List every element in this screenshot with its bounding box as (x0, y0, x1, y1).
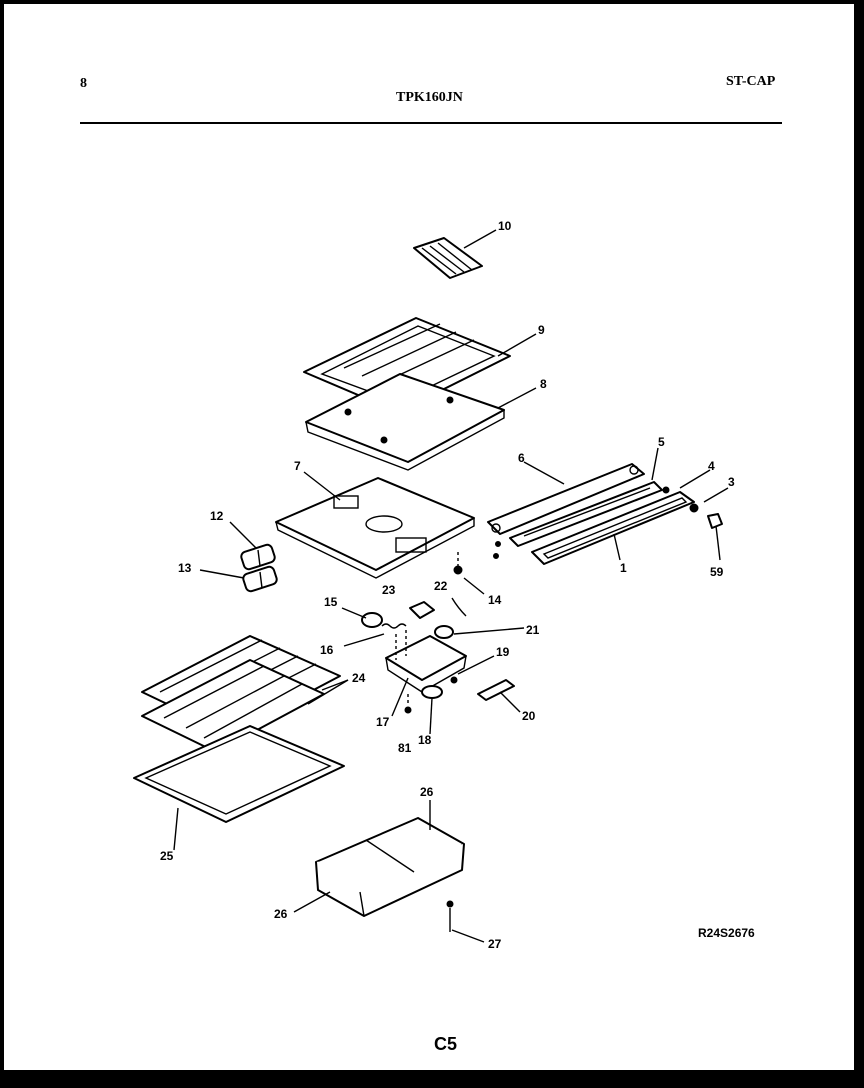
part-14-screw (453, 552, 463, 575)
callout-21: 21 (526, 623, 540, 637)
callout-labels: 1 3 4 5 6 7 8 9 10 12 13 14 15 16 17 18 … (160, 219, 735, 951)
part-22-wire (451, 597, 467, 617)
part-26-crisper-pans (315, 817, 465, 917)
part-20-bracket (477, 679, 515, 701)
page-footer-code: C5 (434, 1034, 458, 1054)
callout-10: 10 (498, 219, 512, 233)
callout-8: 8 (540, 377, 547, 391)
part-81-screw (404, 694, 412, 714)
callout-6: 6 (518, 451, 525, 465)
callout-13: 13 (178, 561, 192, 575)
leader-lines (173, 229, 729, 943)
callout-3: 3 (728, 475, 735, 489)
part-19-screw (450, 676, 458, 684)
callout-19: 19 (496, 645, 510, 659)
callout-15: 15 (324, 595, 338, 609)
part-8-shelf-frame (305, 373, 505, 471)
part-23-knob (409, 601, 435, 619)
callout-4: 4 (708, 459, 715, 473)
callout-7: 7 (294, 459, 301, 473)
callout-25: 25 (160, 849, 174, 863)
part-6-side-rail (487, 463, 645, 535)
callout-81: 81 (398, 741, 412, 755)
callout-22: 22 (434, 579, 448, 593)
part-3-fastener (689, 503, 723, 529)
callout-5: 5 (658, 435, 665, 449)
header-rule (80, 122, 782, 124)
reference-code: R24S2676 (698, 926, 755, 940)
part-1-rail (531, 491, 695, 565)
callout-20: 20 (522, 709, 536, 723)
callout-1: 1 (620, 561, 627, 575)
callout-9: 9 (538, 323, 545, 337)
part-25-crisper-cover (133, 725, 345, 823)
part-9-shelf-cover (303, 317, 511, 413)
callout-14: 14 (488, 593, 502, 607)
callout-16: 16 (320, 643, 334, 657)
part-7-divider-shelf (275, 477, 475, 579)
parts-diagram-page: 8 TPK160JN ST-CAP (4, 4, 854, 1070)
callout-24: 24 (352, 671, 366, 685)
page-number: 8 (80, 76, 87, 91)
exploded-view-drawing: 1 3 4 5 6 7 8 9 10 12 13 14 15 16 17 18 … (133, 219, 735, 951)
callout-26-top: 26 (420, 785, 434, 799)
callout-17: 17 (376, 715, 390, 729)
part-12-cap (240, 543, 276, 571)
part-21-clip (434, 625, 454, 639)
part-13-cap (242, 565, 278, 593)
part-4-clip (662, 486, 670, 494)
callout-18: 18 (418, 733, 432, 747)
callout-12: 12 (210, 509, 224, 523)
callout-59: 59 (710, 565, 724, 579)
part-5-coil-rail (493, 481, 663, 559)
callout-27: 27 (488, 937, 502, 951)
part-18-washer (421, 685, 443, 699)
callout-23: 23 (382, 583, 396, 597)
part-16-spring (381, 623, 407, 629)
part-15-knob (361, 612, 383, 628)
model-number: TPK160JN (396, 90, 463, 105)
part-10-grille (413, 237, 483, 279)
section-code: ST-CAP (726, 74, 776, 89)
part-27-screw (446, 900, 454, 932)
callout-26-left: 26 (274, 907, 288, 921)
